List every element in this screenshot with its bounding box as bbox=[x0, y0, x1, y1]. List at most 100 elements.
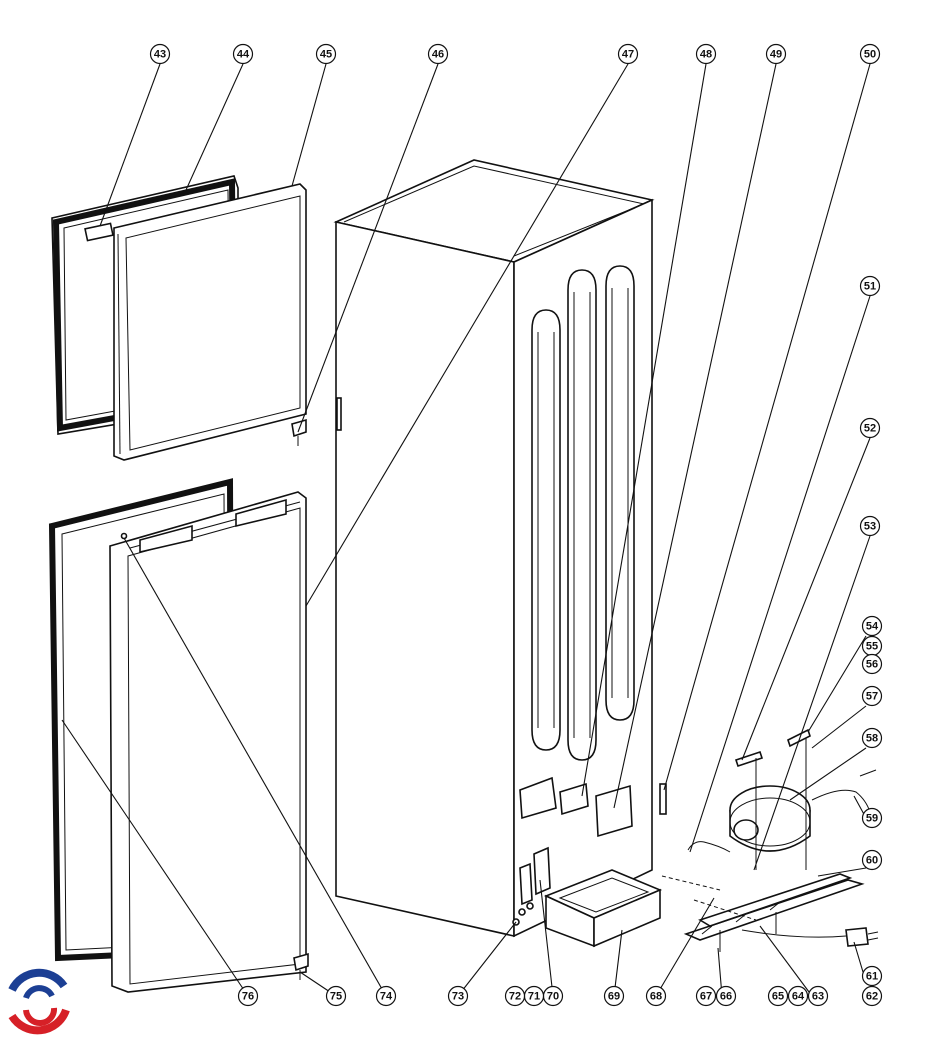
callout-circle bbox=[447, 985, 469, 1007]
compressor bbox=[729, 785, 811, 852]
upper-door-handle bbox=[84, 222, 114, 242]
callout-74: 74 bbox=[375, 985, 397, 1007]
callout-number: 46 bbox=[432, 49, 444, 61]
callout-number: 66 bbox=[720, 991, 732, 1003]
callout-number: 69 bbox=[608, 991, 620, 1003]
callout-circle bbox=[695, 985, 717, 1007]
callout-circle bbox=[859, 515, 881, 537]
callout-number: 73 bbox=[452, 991, 464, 1003]
callout-number: 43 bbox=[154, 49, 166, 61]
callout-number: 51 bbox=[864, 281, 876, 293]
callout-60: 60 bbox=[861, 849, 883, 871]
callout-number: 55 bbox=[866, 641, 878, 653]
callout-circle bbox=[807, 985, 829, 1007]
drip-tray bbox=[543, 869, 663, 948]
callout-50: 50 bbox=[859, 43, 881, 65]
callout-46: 46 bbox=[427, 43, 449, 65]
callout-number: 64 bbox=[792, 991, 805, 1003]
callout-circle bbox=[603, 985, 625, 1007]
callout-number: 70 bbox=[547, 991, 559, 1003]
callout-labels: 43 44 45 46 47 48 49 50 51 52 53 54 55 56 57 58 59 60 61 62… bbox=[149, 43, 883, 1007]
callout-54: 54 bbox=[861, 615, 883, 637]
callout-57: 57 bbox=[861, 685, 883, 707]
callout-circle bbox=[861, 653, 883, 675]
callout-76: 76 bbox=[237, 985, 259, 1007]
callout-68: 68 bbox=[645, 985, 667, 1007]
upper-hinge bbox=[291, 418, 307, 446]
callout-55: 55 bbox=[861, 635, 883, 657]
callout-53: 53 bbox=[859, 515, 881, 537]
callout-circle bbox=[695, 43, 717, 65]
callout-69: 69 bbox=[603, 985, 625, 1007]
callout-number: 65 bbox=[772, 991, 784, 1003]
callout-circle bbox=[375, 985, 397, 1007]
callout-61: 61 bbox=[861, 965, 883, 987]
callout-number: 54 bbox=[866, 621, 879, 633]
lower-hinge bbox=[293, 952, 309, 980]
callout-71: 71 bbox=[523, 985, 545, 1007]
callout-73: 73 bbox=[447, 985, 469, 1007]
filter-drier bbox=[659, 783, 667, 815]
lower-door bbox=[109, 491, 307, 993]
power-cord bbox=[741, 927, 879, 947]
callout-number: 76 bbox=[242, 991, 254, 1003]
callout-number: 45 bbox=[320, 49, 332, 61]
callout-48: 48 bbox=[695, 43, 717, 65]
suction-pipe bbox=[811, 789, 871, 813]
callout-number: 68 bbox=[650, 991, 662, 1003]
callout-49: 49 bbox=[765, 43, 787, 65]
callout-51: 51 bbox=[859, 275, 881, 297]
callout-59: 59 bbox=[861, 807, 883, 829]
callout-56: 56 bbox=[861, 653, 883, 675]
callout-circle bbox=[861, 807, 883, 829]
callout-circle bbox=[767, 985, 789, 1007]
condenser-coil bbox=[531, 265, 635, 761]
callout-70: 70 bbox=[542, 985, 564, 1007]
callout-circle bbox=[504, 985, 526, 1007]
relay-box bbox=[519, 776, 633, 838]
callout-number: 75 bbox=[330, 991, 342, 1003]
upper-door bbox=[113, 183, 307, 461]
callout-number: 67 bbox=[700, 991, 712, 1003]
callout-circle bbox=[861, 615, 883, 637]
callout-number: 74 bbox=[380, 991, 393, 1003]
callout-circle bbox=[861, 849, 883, 871]
brand-logo bbox=[4, 968, 72, 1038]
callout-number: 53 bbox=[864, 521, 876, 533]
callout-number: 61 bbox=[866, 971, 878, 983]
callout-75: 75 bbox=[325, 985, 347, 1007]
leader-lines bbox=[61, 63, 871, 997]
callout-circle bbox=[861, 965, 883, 987]
callout-circle bbox=[149, 43, 171, 65]
callout-44: 44 bbox=[232, 43, 254, 65]
callout-circle bbox=[787, 985, 809, 1007]
callout-58: 58 bbox=[861, 727, 883, 749]
callout-circle bbox=[237, 985, 259, 1007]
callout-circle bbox=[861, 985, 883, 1007]
callout-number: 58 bbox=[866, 733, 878, 745]
callout-47: 47 bbox=[617, 43, 639, 65]
callout-number: 60 bbox=[866, 855, 878, 867]
callout-number: 72 bbox=[509, 991, 521, 1003]
callout-72: 72 bbox=[504, 985, 526, 1007]
callout-number: 57 bbox=[866, 691, 878, 703]
callout-circle bbox=[715, 985, 737, 1007]
callout-65: 65 bbox=[767, 985, 789, 1007]
callout-66: 66 bbox=[715, 985, 737, 1007]
callout-circle bbox=[232, 43, 254, 65]
callout-number: 52 bbox=[864, 423, 876, 435]
callout-number: 50 bbox=[864, 49, 876, 61]
callout-43: 43 bbox=[149, 43, 171, 65]
callout-number: 56 bbox=[866, 659, 878, 671]
callout-circle bbox=[315, 43, 337, 65]
callout-circle bbox=[765, 43, 787, 65]
callout-number: 62 bbox=[866, 991, 878, 1003]
callout-number: 49 bbox=[770, 49, 782, 61]
callout-52: 52 bbox=[859, 417, 881, 439]
callout-number: 44 bbox=[237, 49, 250, 61]
compressor-bracket bbox=[734, 728, 811, 870]
callout-number: 63 bbox=[812, 991, 824, 1003]
callout-circle bbox=[861, 685, 883, 707]
wire-holder bbox=[519, 846, 551, 906]
